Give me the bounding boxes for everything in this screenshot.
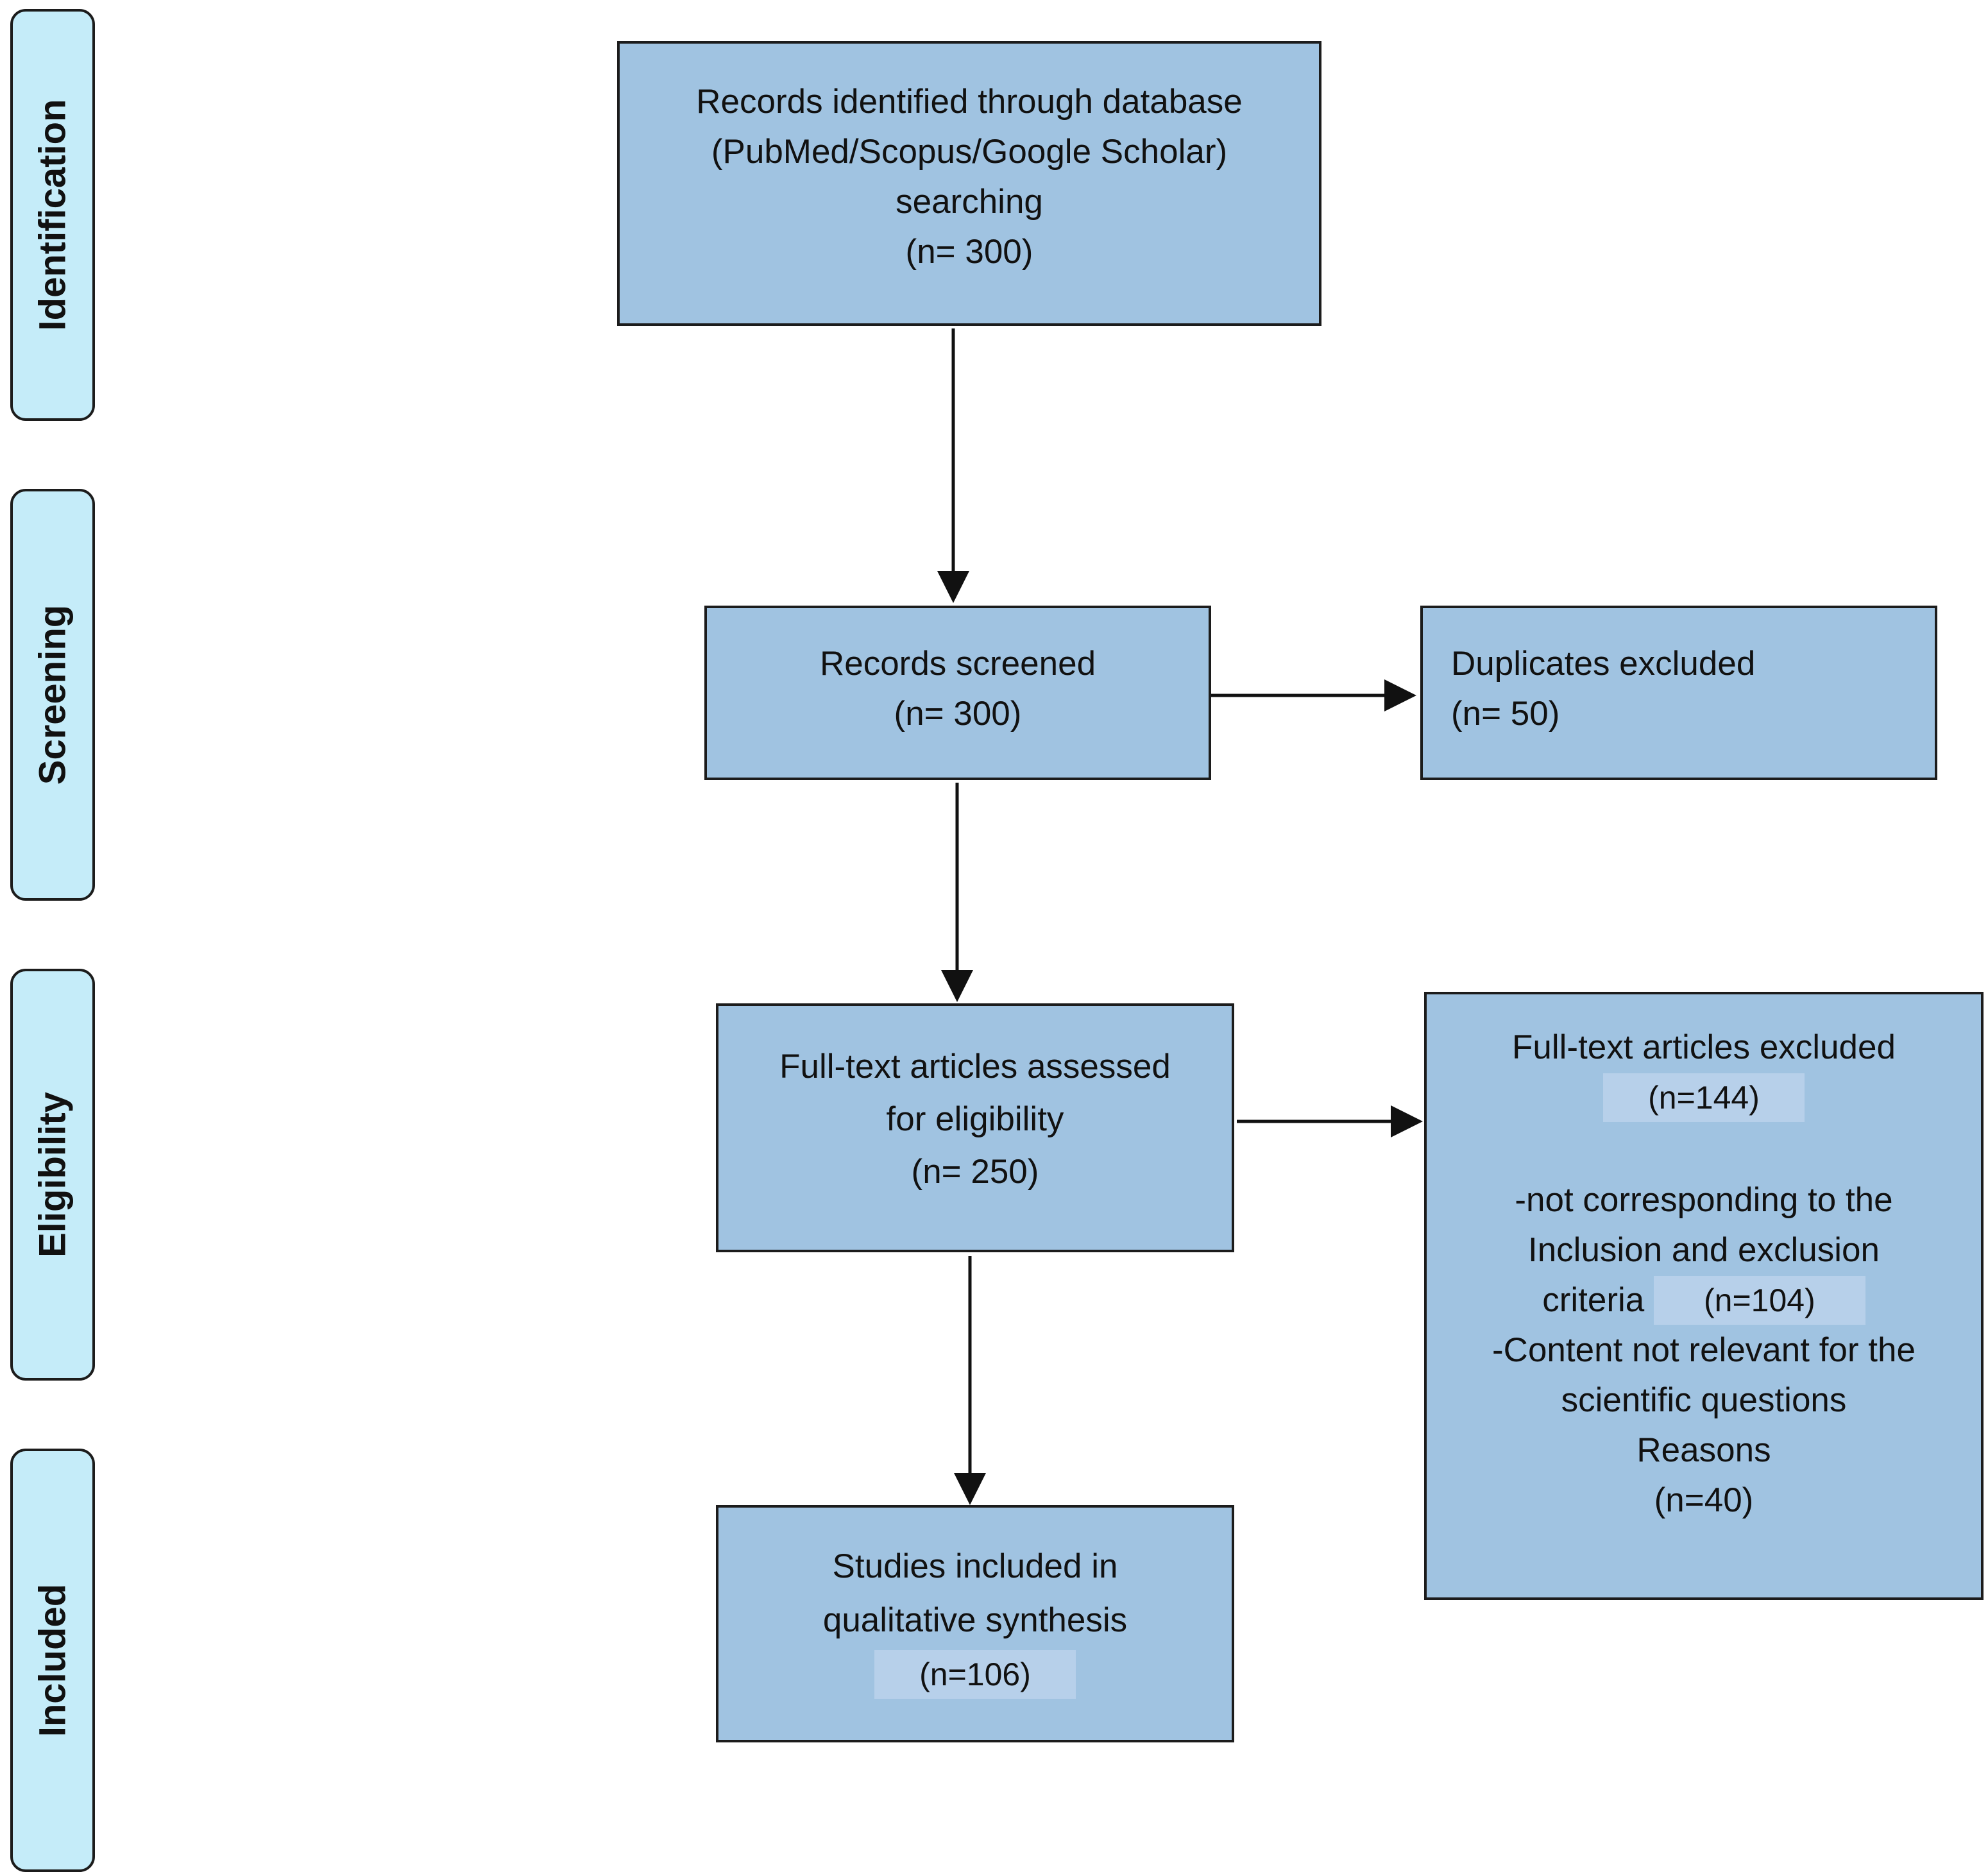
studies-included-line2: qualitative synthesis xyxy=(822,1601,1128,1639)
fulltext-excluded-box: Full-text articles excluded (n=144) -not… xyxy=(1424,992,1984,1600)
phase-screening: Screening xyxy=(10,489,95,901)
records-identified-line1: Records identified through database xyxy=(696,83,1243,121)
fulltext-assessed-line1: Full-text articles assessed xyxy=(779,1048,1171,1085)
fulltext-assessed-line2: for eligibility xyxy=(886,1100,1064,1138)
fulltext-assessed-box: Full-text articles assessed for eligibil… xyxy=(716,1003,1234,1252)
fulltext-excluded-count: (n=144) xyxy=(1603,1073,1805,1122)
reason1-count: (n=104) xyxy=(1654,1276,1865,1325)
duplicates-excluded-count: (n= 50) xyxy=(1451,695,1560,733)
reason2-line1: -Content not relevant for the xyxy=(1492,1331,1916,1369)
duplicates-excluded-label: Duplicates excluded xyxy=(1451,645,1756,683)
fulltext-excluded-label: Full-text articles excluded xyxy=(1512,1028,1896,1066)
reason2-line3: Reasons xyxy=(1636,1431,1771,1469)
records-identified-box: Records identified through database (Pub… xyxy=(617,41,1321,326)
records-screened-count: (n= 300) xyxy=(894,695,1022,733)
fulltext-assessed-count: (n= 250) xyxy=(911,1153,1039,1191)
reason2-line2: scientific questions xyxy=(1561,1381,1847,1419)
reason1-line1: -not corresponding to the xyxy=(1515,1181,1893,1219)
phase-eligibility: Eligibility xyxy=(10,969,95,1381)
studies-included-count-row: (n=106) xyxy=(718,1647,1232,1701)
reason1-line2: Inclusion and exclusion xyxy=(1527,1231,1880,1269)
phase-included: Included xyxy=(10,1449,95,1872)
reason1-line3: criteria xyxy=(1542,1281,1645,1319)
phase-identification: Identification xyxy=(10,9,95,421)
records-screened-box: Records screened (n= 300) xyxy=(704,606,1211,780)
studies-included-line1: Studies included in xyxy=(832,1547,1118,1585)
duplicates-excluded-box: Duplicates excluded (n= 50) xyxy=(1420,606,1937,780)
records-identified-line3: searching xyxy=(896,183,1043,221)
spacer xyxy=(1427,1123,1981,1175)
reason2-count: (n=40) xyxy=(1654,1481,1754,1519)
studies-included-box: Studies included in qualitative synthesi… xyxy=(716,1505,1234,1742)
studies-included-count: (n=106) xyxy=(874,1650,1076,1699)
reason1-line3-row: criteria (n=104) xyxy=(1427,1275,1981,1325)
records-identified-count: (n= 300) xyxy=(905,233,1033,271)
records-screened-label: Records screened xyxy=(819,645,1096,683)
records-identified-line2: (PubMed/Scopus/Google Scholar) xyxy=(711,133,1228,171)
fulltext-excluded-count-row: (n=144) xyxy=(1427,1073,1981,1123)
